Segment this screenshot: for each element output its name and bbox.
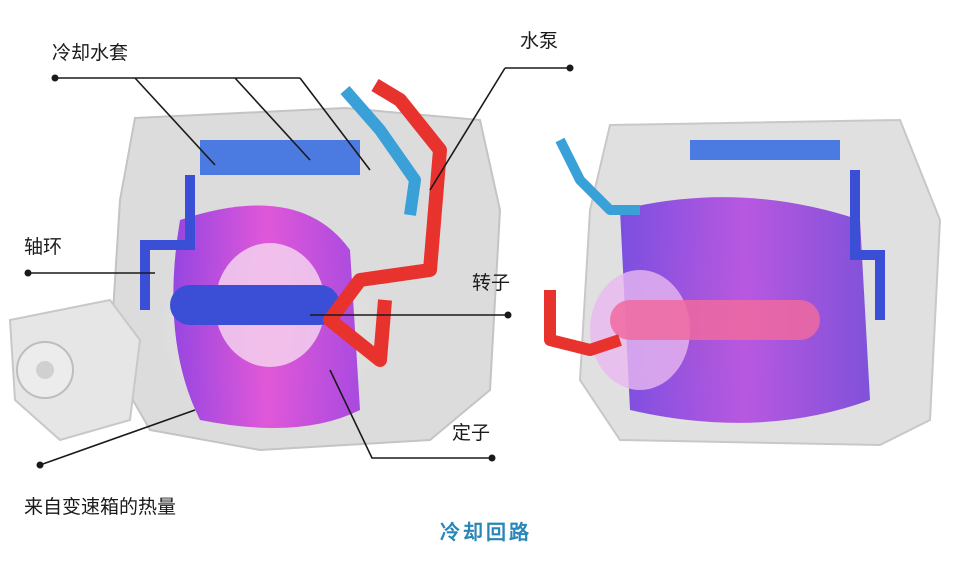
leader-water-jacket-1 [134,77,216,166]
right-top-jacket [690,140,840,160]
leader-lines [28,67,570,466]
left-cool-pipe [340,86,421,216]
left-hot-pipe [323,78,447,367]
label-gearbox-heat: 来自变速箱的热量 [24,496,177,518]
label-rotor: 转子 [472,272,511,294]
leader-water-jacket-2 [234,77,311,161]
dot-water-jacket [51,74,59,82]
left-side-jacket [140,175,195,310]
output-hub [36,361,54,379]
leader-water-pump-d [429,67,506,191]
dot-stator [488,454,496,462]
dot-water-pump [566,64,574,72]
right-hot-pipe [544,290,622,356]
diagram-caption: 冷却回路 [440,520,532,544]
right-motor [544,118,942,447]
label-water-pump: 水泵 [520,30,559,52]
label-stator: 定子 [452,422,491,444]
dot-shaft-ring [24,269,32,277]
dot-gearbox-heat [36,461,44,469]
left-motor [8,78,502,452]
label-shaft-ring: 轴环 [24,236,63,258]
left-rotor-shaft [170,285,340,325]
label-water-jacket: 冷却水套 [52,42,129,64]
right-cool-pipe [555,137,640,215]
leader-gearbox-heat [39,409,196,466]
leader-stator [329,369,492,459]
right-side-jacket [850,170,885,320]
right-rotor-shaft [610,300,820,340]
leader-water-jacket-3 [299,77,371,171]
dot-rotor [504,311,512,319]
gearbox-output-shaft [8,298,142,442]
left-top-jacket [200,140,360,175]
leader-dots [24,64,574,469]
